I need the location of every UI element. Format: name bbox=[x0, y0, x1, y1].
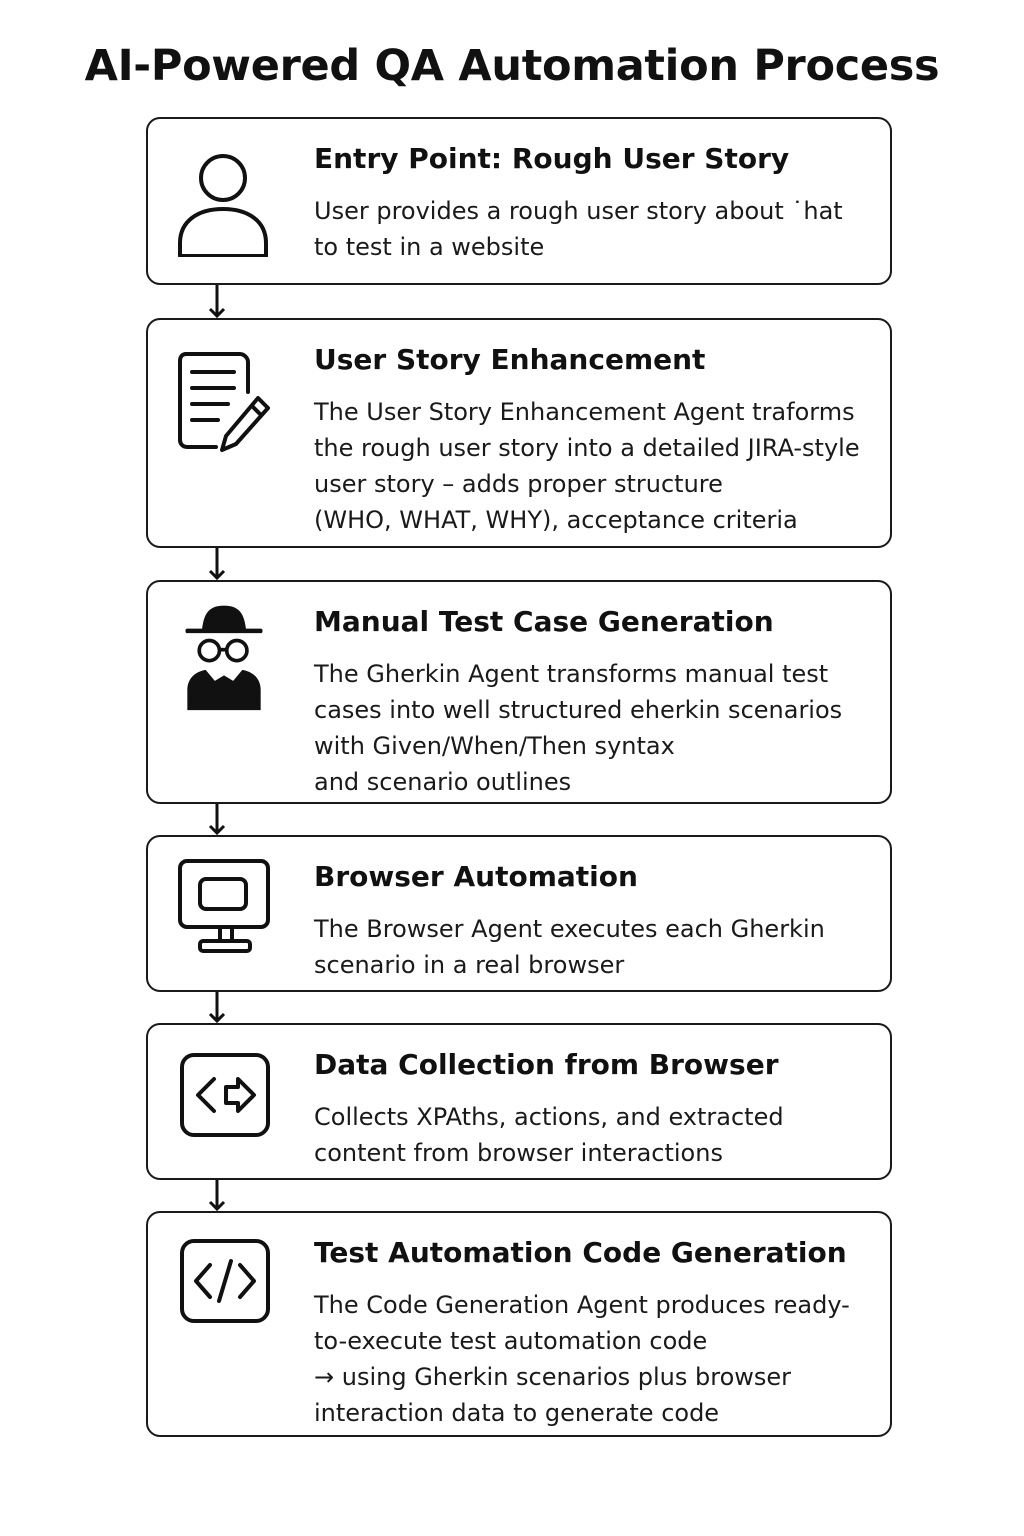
step-description: The Browser Agent executes each Gherkin … bbox=[314, 915, 825, 979]
step-description: Collects XPAths, actions, and extracted … bbox=[314, 1103, 784, 1167]
flow-arrow bbox=[206, 992, 228, 1024]
flow-arrow bbox=[206, 804, 228, 836]
step-card-manual-test-case-generation: Manual Test Case Generation The Gherkin … bbox=[146, 580, 892, 804]
step-description: User provides a rough user story about ˙… bbox=[314, 197, 843, 261]
page-title: AI-Powered QA Automation Process bbox=[84, 41, 940, 91]
step-card-entry-point: Entry Point: Rough User Story User provi… bbox=[146, 117, 892, 285]
step-card-user-story-enhancement: User Story Enhancement The User Story En… bbox=[146, 318, 892, 548]
step-title: Browser Automation bbox=[314, 860, 638, 893]
code-icon bbox=[176, 1237, 272, 1347]
flow-arrow bbox=[206, 548, 228, 581]
incognito-agent-icon bbox=[176, 602, 272, 712]
step-card-code-generation: Test Automation Code Generation The Code… bbox=[146, 1211, 892, 1437]
document-edit-icon bbox=[176, 346, 272, 456]
data-collection-icon bbox=[176, 1051, 272, 1161]
step-card-browser-automation: Browser Automation The Browser Agent exe… bbox=[146, 835, 892, 992]
step-title: Entry Point: Rough User Story bbox=[314, 142, 790, 175]
step-card-data-collection: Data Collection from Browser Collects XP… bbox=[146, 1023, 892, 1180]
user-icon bbox=[176, 147, 272, 257]
step-title: Test Automation Code Generation bbox=[314, 1236, 847, 1269]
step-title: Data Collection from Browser bbox=[314, 1048, 779, 1081]
flow-arrow bbox=[206, 285, 228, 319]
step-description: The User Story Enhancement Agent traform… bbox=[314, 398, 860, 534]
step-description: The Gherkin Agent transforms manual test… bbox=[314, 660, 843, 796]
step-description: The Code Generation Agent produces ready… bbox=[314, 1291, 850, 1427]
flow-arrow bbox=[206, 1180, 228, 1212]
monitor-icon bbox=[176, 857, 272, 967]
step-title: Manual Test Case Generation bbox=[314, 605, 774, 638]
step-title: User Story Enhancement bbox=[314, 343, 706, 376]
